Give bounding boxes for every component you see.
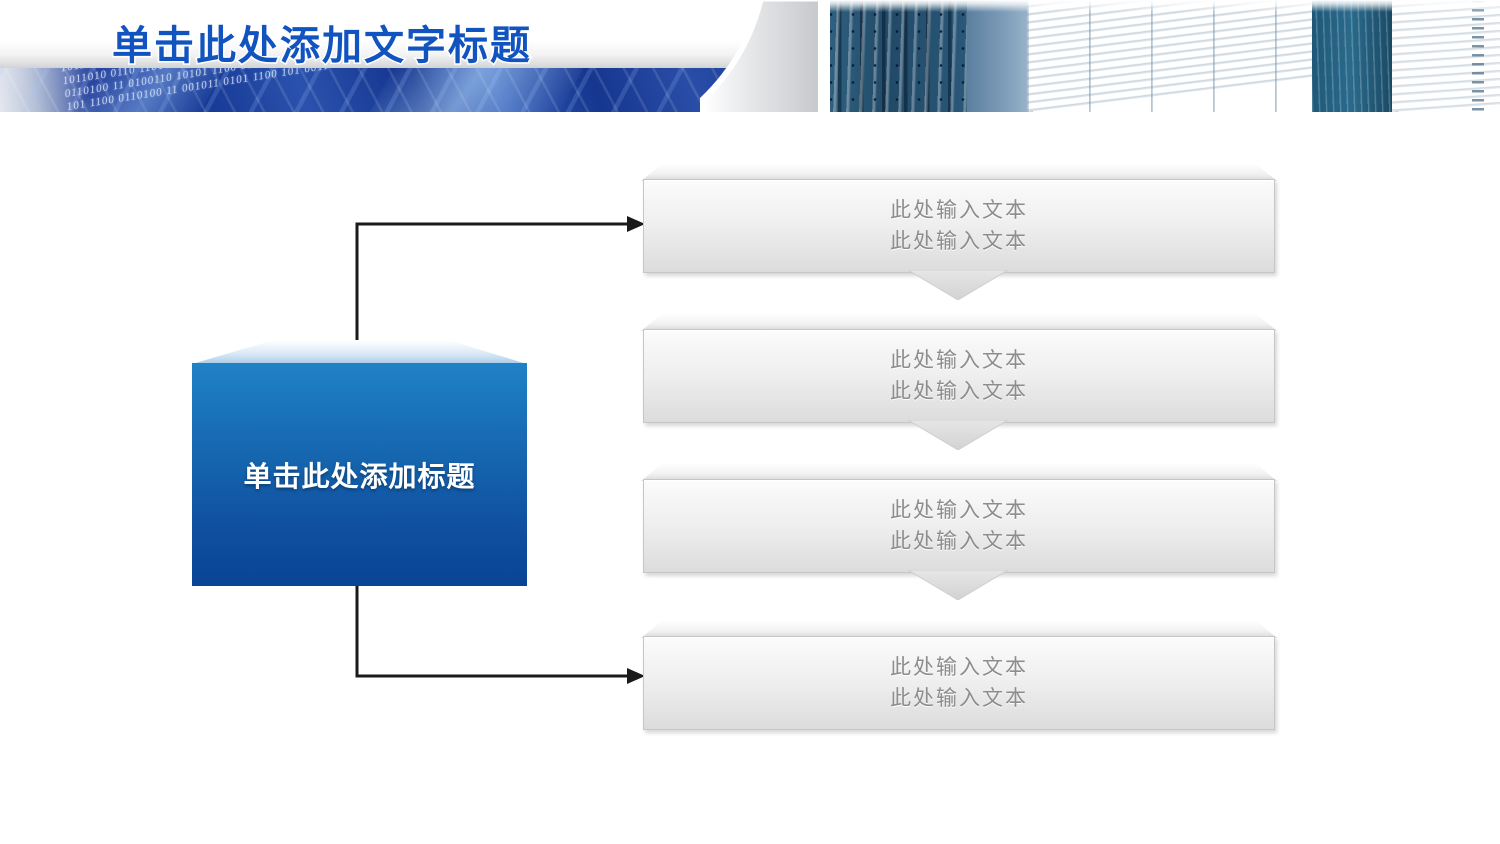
item-box-4-line1: 此处输入文本 <box>890 655 1028 679</box>
item-box-1-body: 此处输入文本 此处输入文本 <box>643 179 1275 273</box>
source-box-label: 单击此处添加标题 <box>243 459 476 493</box>
source-box-top-face <box>192 340 527 364</box>
item-box-2-body: 此处输入文本 此处输入文本 <box>643 329 1275 423</box>
blinds-cord-ticks <box>1472 0 1484 112</box>
item-box-3-line2: 此处输入文本 <box>890 529 1028 553</box>
photo-top-fade <box>772 0 1500 12</box>
curved-swoosh-divider <box>700 0 830 118</box>
blinds-mullions <box>1027 0 1317 112</box>
source-box-body: 单击此处添加标题 <box>192 363 527 586</box>
item-box-1-shelf <box>641 163 1277 181</box>
item-box-2-line1: 此处输入文本 <box>890 348 1028 372</box>
item-box-2-shelf <box>641 313 1277 331</box>
item-box-3-shelf <box>641 463 1277 481</box>
item-box-1-line1: 此处输入文本 <box>890 198 1028 222</box>
source-box[interactable]: 单击此处添加标题 <box>192 340 527 586</box>
item-box-1-chevron-icon <box>908 270 1008 300</box>
wall-corner <box>967 0 1033 112</box>
item-box-3-line1: 此处输入文本 <box>890 498 1028 522</box>
item-box-2-line2: 此处输入文本 <box>890 379 1028 403</box>
item-box-3-body: 此处输入文本 此处输入文本 <box>643 479 1275 573</box>
blue-fabric-panel <box>1312 0 1398 112</box>
item-box-3-chevron-icon <box>908 570 1008 600</box>
item-box-2-chevron-icon <box>908 420 1008 450</box>
item-box-4-body: 此处输入文本 此处输入文本 <box>643 636 1275 730</box>
diagram-canvas: 单击此处添加标题 此处输入文本 此处输入文本 <box>0 118 1500 844</box>
header-bottom-edge <box>0 112 1500 118</box>
banner-sheen-right <box>361 68 589 116</box>
item-box-1-line2: 此处输入文本 <box>890 229 1028 253</box>
item-box-4-line2: 此处输入文本 <box>890 686 1028 710</box>
window-blinds-photo <box>772 0 1500 112</box>
connector-lines <box>355 216 645 684</box>
page-title: 单击此处添加文字标题 <box>111 22 532 71</box>
item-box-4-shelf <box>641 620 1277 638</box>
